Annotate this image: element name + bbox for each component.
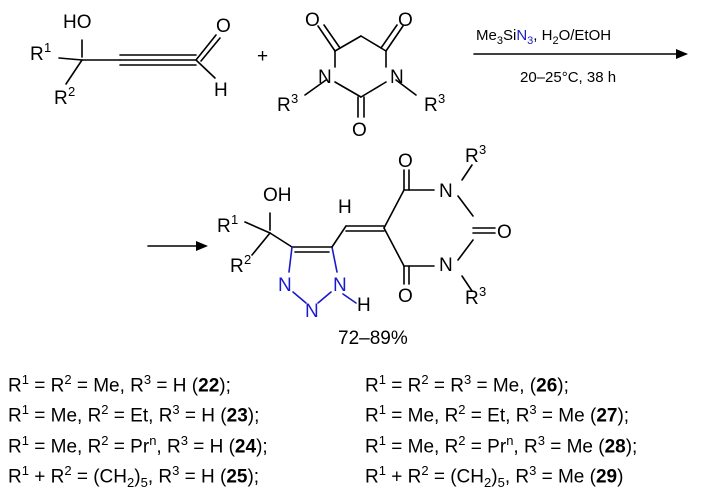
conditions-above: Me3SiN3, H2O/EtOH	[476, 27, 611, 47]
conditions-below: 20–25°C, 38 h	[520, 69, 616, 86]
legend-row: R1 = Me, R2 = Prn, R3 = H (24); R1 = Me, …	[8, 429, 723, 459]
r2-label: R	[54, 88, 68, 109]
legend-entry-left: R1 = R2 = Me, R3 = H (22);	[8, 372, 231, 397]
product-o-right: O	[497, 222, 512, 243]
reagent-ynal: HO R 1 R 2 O H	[30, 12, 231, 109]
product-r2-label: R	[230, 256, 244, 277]
legend-entry-right: R1 = R2 = R3 = Me, (26);	[365, 372, 569, 397]
triazole-h-label: H	[357, 295, 371, 316]
triazole-n1-label: N	[278, 275, 292, 296]
barbituric-n-right: N	[390, 67, 404, 88]
r1-sup: 1	[44, 40, 51, 55]
reaction-arrow-1	[473, 49, 688, 59]
product-hydroxy-label: OH	[263, 185, 292, 206]
product-n-bottom: N	[439, 255, 453, 276]
product-r1-label: R	[217, 216, 231, 237]
r3-left-sup: 3	[291, 91, 298, 106]
hydroxy-label: HO	[63, 12, 92, 33]
barbituric-o-left: O	[305, 10, 320, 31]
product-r2-sup: 2	[244, 252, 251, 267]
yield-label: 72–89%	[338, 328, 408, 349]
substituent-legend: R1 = R2 = Me, R3 = H (22); R1 = R2 = R3 =…	[8, 368, 723, 495]
barbituric-n-left: N	[318, 67, 332, 88]
reaction-scheme: HO R 1 R 2 O H + O O O N N R 3 R 3	[30, 10, 688, 349]
product-r3-top-sup: 3	[479, 142, 486, 157]
aldehyde-h-label: H	[214, 80, 228, 101]
r3-right-label: R	[424, 95, 438, 116]
legend-entry-left: R1 + R2 = (CH2)5, R3 = H (25);	[8, 462, 260, 491]
barbituric-o-bottom: O	[352, 120, 367, 141]
product-r1-sup: 1	[231, 212, 238, 227]
reagent-barbituric-acid: O O O N N R 3 R 3	[277, 10, 445, 141]
r3-left-label: R	[277, 95, 291, 116]
vinyl-h-label: H	[338, 197, 352, 218]
product-n-top: N	[439, 181, 453, 202]
legend-entry-left: R1 = Me, R2 = Prn, R3 = H (24);	[8, 432, 268, 457]
triazole-nh-label: N	[333, 275, 347, 296]
reaction-arrow-2	[147, 241, 208, 251]
product-o-top: O	[398, 151, 413, 172]
plus-sign: +	[257, 46, 268, 67]
legend-entry-right: R1 = Me, R2 = Et, R3 = Me (27);	[365, 402, 630, 427]
product-structure: OH R 1 R 2 H N N N H O O O N N R 3 R 3	[217, 142, 512, 322]
product-r3-top-label: R	[465, 146, 479, 167]
legend-rows: R1 = R2 = Me, R3 = H (22); R1 = R2 = R3 =…	[8, 368, 723, 495]
legend-entry-left: R1 = Me, R2 = Et, R3 = H (23);	[8, 402, 260, 427]
triazole-n2-label: N	[305, 301, 319, 322]
legend-row: R1 = R2 = Me, R3 = H (22); R1 = R2 = R3 =…	[8, 368, 723, 398]
r2-sup: 2	[68, 84, 75, 99]
aldehyde-o-label: O	[216, 16, 231, 37]
r1-label: R	[30, 44, 44, 65]
product-r3-bottom-label: R	[465, 288, 479, 309]
product-r3-bottom-sup: 3	[479, 284, 486, 299]
product-o-bottom: O	[398, 286, 413, 307]
legend-row: R1 + R2 = (CH2)5, R3 = H (25); R1 + R2 = …	[8, 459, 723, 495]
barbituric-o-right: O	[398, 10, 413, 31]
legend-entry-right: R1 + R2 = (CH2)5, R3 = Me (29)	[365, 462, 624, 491]
legend-entry-right: R1 = Me, R2 = Prn, R3 = Me (28);	[365, 432, 638, 457]
r3-right-sup: 3	[438, 91, 445, 106]
legend-row: R1 = Me, R2 = Et, R3 = H (23); R1 = Me, R…	[8, 398, 723, 428]
